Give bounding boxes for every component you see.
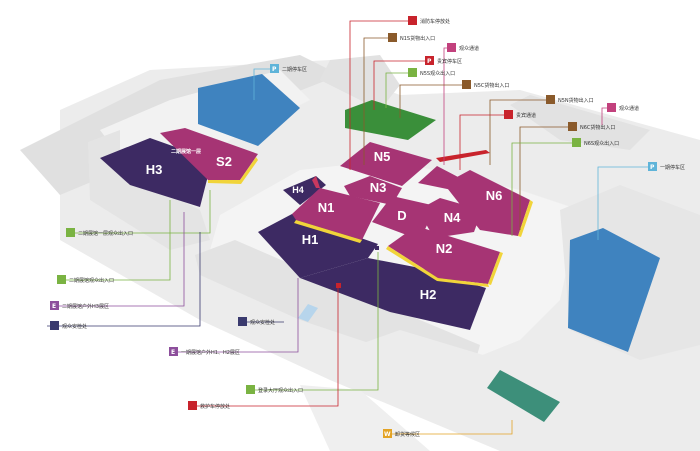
- p1-outdoor-icon-text: E: [171, 349, 175, 356]
- cargo-wait-zone: [487, 370, 560, 422]
- phase1-parking-icon-text: P: [650, 164, 655, 171]
- outdoor-zone-icon: [50, 301, 59, 310]
- legend-vip-channel: 贵宾通道: [504, 110, 536, 119]
- hall-label-n1: N1: [318, 200, 335, 215]
- legend-lobby-exit: 登录大厅观众出入口: [246, 385, 303, 394]
- legend-vis-security-2: 观众安检处: [238, 317, 275, 326]
- legend-fire-parking: 消防车停放处: [408, 16, 450, 25]
- cargo-wait-icon-text: W: [384, 431, 391, 438]
- hall-label-n6: N6: [486, 188, 503, 203]
- visitor-channel-icon: [447, 43, 456, 52]
- legend-vis-channel-2: 观众通道: [607, 103, 639, 112]
- n1s-cargo-label: N1S货物出入口: [400, 35, 435, 42]
- visitor-exit-icon: [572, 138, 581, 147]
- leader-lines: [47, 20, 648, 435]
- vis-channel-2-label: 观众通道: [619, 105, 639, 112]
- hall-label-d: D: [397, 208, 406, 223]
- parking-icon: [270, 64, 279, 73]
- security-check-icon: [50, 321, 59, 330]
- p2-outdoor-h3-label: 二期展馆户外H3展区: [62, 303, 109, 310]
- security-check-icon: [238, 317, 247, 326]
- legend-n6s-exit: N6S观众出入口: [572, 138, 619, 147]
- ambulance-icon: [188, 401, 197, 410]
- hall-label-n5: N5: [374, 149, 391, 164]
- lobby-marker: [375, 246, 379, 250]
- vis-security-1-label: 观众安检处: [62, 323, 87, 330]
- legend-p2-outdoor-h3: E 二期展馆户外H3展区: [50, 301, 109, 310]
- legend-n5n-cargo: N5N货物出入口: [546, 95, 594, 104]
- legend-vip-parking: P 贵宾停车区: [425, 56, 462, 65]
- legend-n1s-cargo: N1S货物出入口: [388, 33, 435, 42]
- lobby-exit-label: 登录大厅观众出入口: [258, 387, 303, 394]
- visitor-exit-icon: [408, 68, 417, 77]
- legend-n5s-exit: N5S观众出入口: [408, 68, 455, 77]
- p2-exit-label: 二期展馆观众出入口: [69, 277, 114, 284]
- hall-label-h3: H3: [146, 162, 163, 177]
- hall-label-n2: N2: [436, 241, 453, 256]
- fire-parking-label: 消防车停放处: [420, 18, 450, 25]
- vis-channel-1-label: 观众通道: [459, 45, 479, 52]
- visitor-exit-icon: [246, 385, 255, 394]
- phase1-parking-label: 一期停车区: [660, 164, 685, 171]
- phase2-parking-label: 二期停车区: [282, 66, 307, 73]
- vip-channel-icon: [504, 110, 513, 119]
- phase2-halls: H3 S2 二期展馆一层: [100, 128, 258, 207]
- hall-label-h2: H2: [420, 287, 437, 302]
- p2-floor1-exit-label: 二期展馆一层观众出入口: [78, 230, 133, 237]
- legend-cargo-wait: W 卸货等候区: [383, 429, 420, 438]
- legend-p2-floor1-exit: 二期展馆一层观众出入口: [66, 228, 133, 237]
- visitor-exit-icon: [66, 228, 75, 237]
- hall-label-s2-sub: 二期展馆一层: [171, 148, 201, 155]
- hall-label-n3: N3: [370, 180, 387, 195]
- n6s-exit-label: N6S观众出入口: [584, 140, 619, 147]
- ambulance-label: 救护车停放处: [200, 403, 230, 410]
- n5n-cargo-label: N5N货物出入口: [558, 97, 594, 104]
- legend-ambulance: 救护车停放处: [188, 401, 230, 410]
- p1-outdoor-label: 一期展馆户外H1、H2展区: [181, 349, 240, 356]
- legend-p1-outdoor: E 一期展馆户外H1、H2展区: [169, 347, 240, 356]
- outdoor-zone-icon: [169, 347, 178, 356]
- p2-outdoor-icon-text: E: [52, 303, 56, 310]
- green-zone: [345, 100, 436, 140]
- legend-phase2-parking: P 二期停车区: [270, 64, 307, 73]
- legend-p2-exit: 二期展馆观众出入口: [57, 275, 114, 284]
- cargo-entry-icon: [388, 33, 397, 42]
- parking-icon: [425, 56, 434, 65]
- legend-n6c-cargo: N6C货物出入口: [568, 122, 615, 131]
- cargo-wait-label: 卸货等候区: [395, 431, 420, 438]
- cargo-entry-icon: [546, 95, 555, 104]
- visitor-channel-icon: [607, 103, 616, 112]
- phase2-parking-area: [198, 74, 300, 146]
- n5c-cargo-label: N5C货物出入口: [474, 82, 509, 89]
- fire-truck-icon: [408, 16, 417, 25]
- hall-label-h4: H4: [292, 185, 304, 195]
- legend-n5c-cargo: N5C货物出入口: [462, 80, 509, 89]
- legend-vis-channel-1: 观众通道: [447, 43, 479, 52]
- phase1-parking-area: [568, 228, 660, 352]
- hall-label-s2: S2: [216, 154, 232, 169]
- hall-label-h1: H1: [302, 232, 319, 247]
- n5s-exit-label: N5S观众出入口: [420, 70, 455, 77]
- parking-icon: [648, 162, 657, 171]
- blue-strip: [298, 304, 318, 322]
- visitor-exit-icon: [57, 275, 66, 284]
- phase1-halls: H1 H2 H4 N5 N6 N3 N1 D N4 N2: [258, 142, 533, 330]
- legend-phase1-parking: P 一期停车区: [648, 162, 685, 171]
- cargo-entry-icon: [462, 80, 471, 89]
- vip-channel-label: 贵宾通道: [516, 112, 536, 119]
- vis-security-2-label: 观众安检处: [250, 319, 275, 326]
- legend-vis-security-1: 观众安检处: [50, 321, 87, 330]
- ambulance-marker: [336, 283, 341, 288]
- vip-parking-icon-text: P: [427, 58, 432, 65]
- phase2-parking-icon-text: P: [272, 66, 277, 73]
- n6c-cargo-label: N6C货物出入口: [580, 124, 615, 131]
- cargo-wait-icon: [383, 429, 392, 438]
- hall-label-n4: N4: [444, 210, 461, 225]
- vip-parking-label: 贵宾停车区: [437, 58, 462, 65]
- cargo-entry-icon: [568, 122, 577, 131]
